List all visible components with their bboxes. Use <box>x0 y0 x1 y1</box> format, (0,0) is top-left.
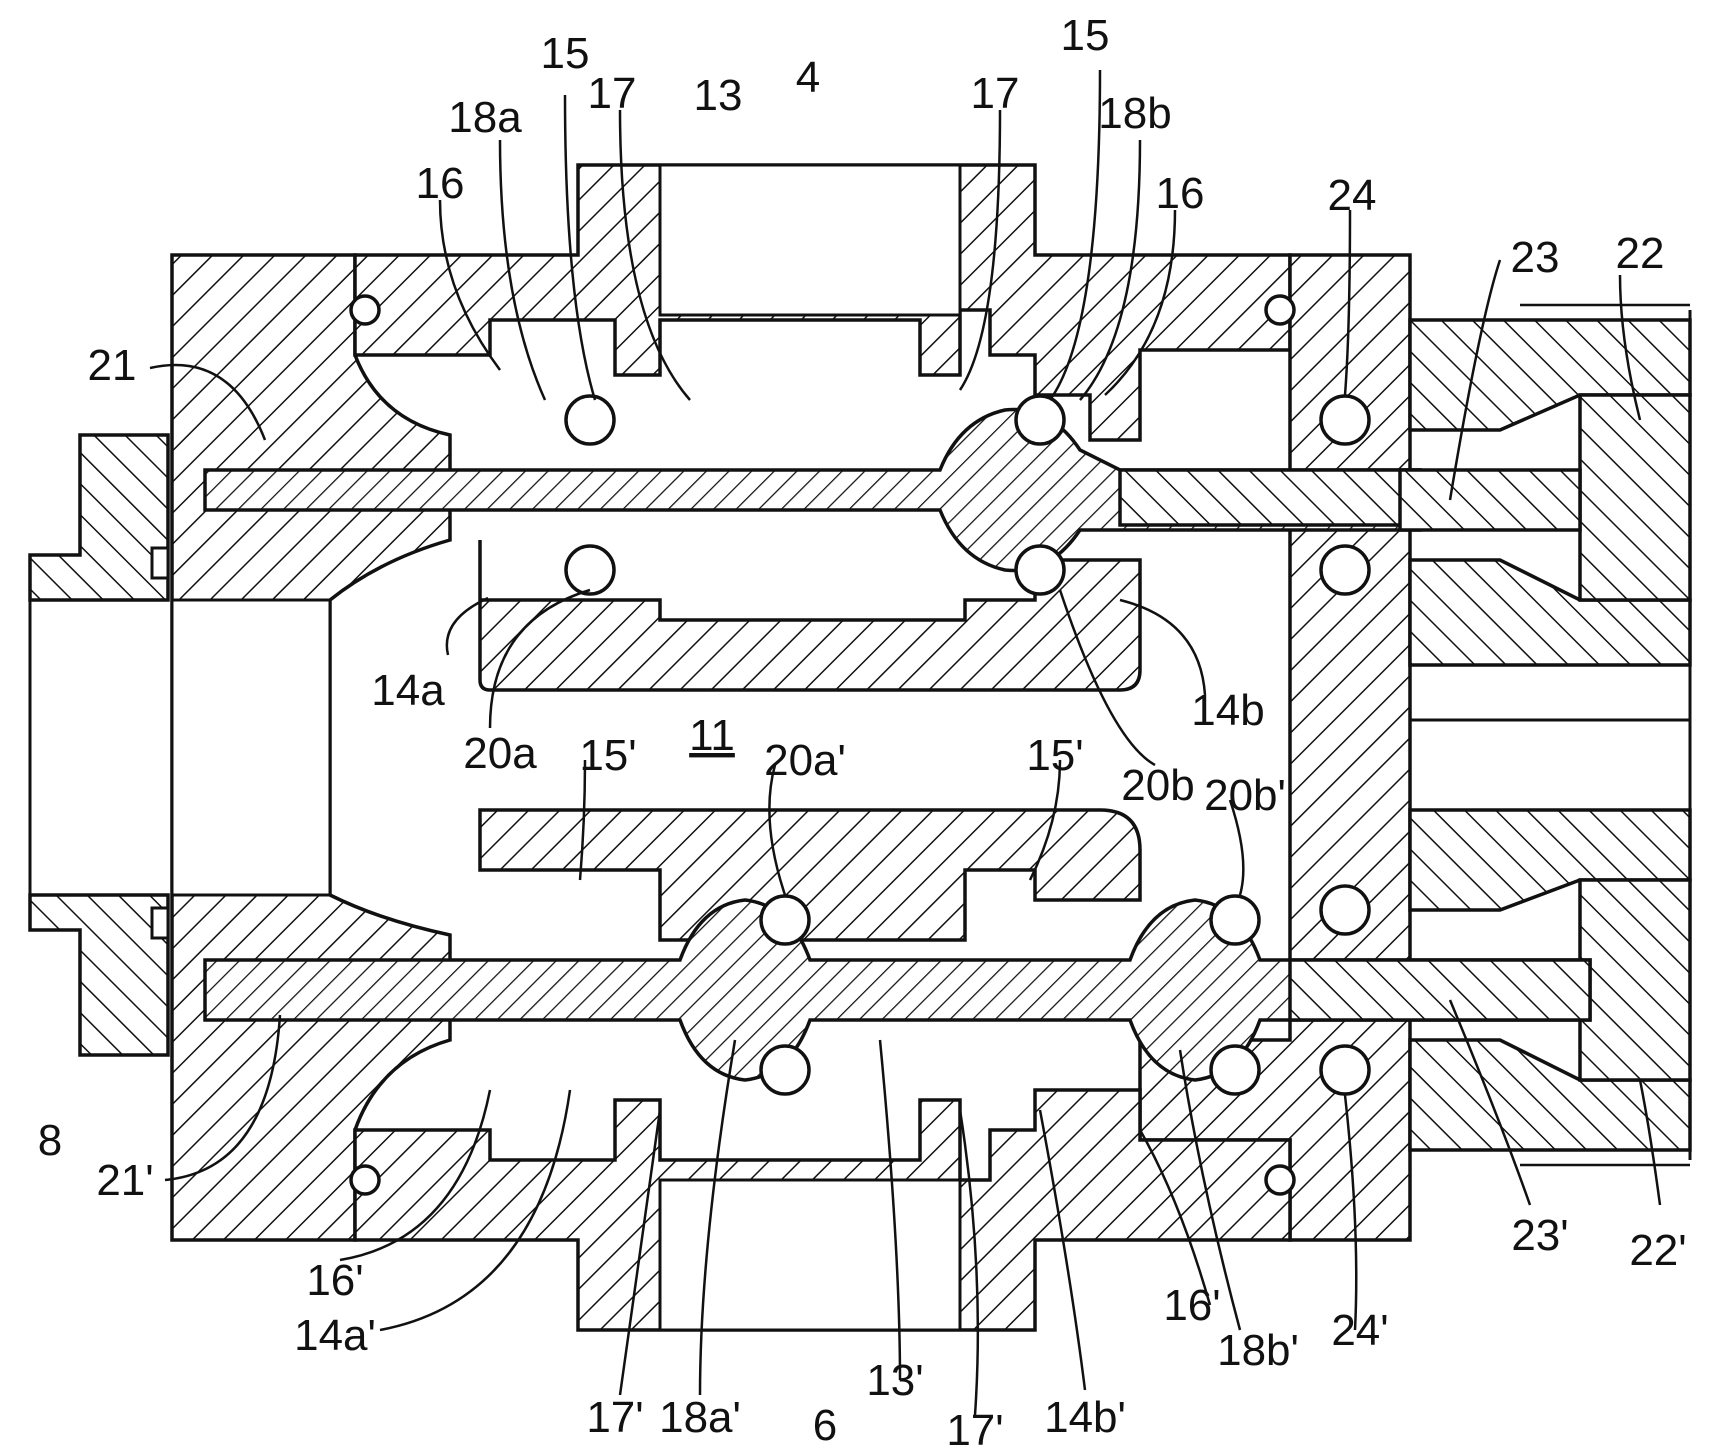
label-17-right: 17 <box>971 69 1020 118</box>
o-ring-20a-prime-lower <box>761 1046 809 1094</box>
label-22-prime: 22' <box>1629 1226 1686 1275</box>
label-16-left: 16 <box>416 159 465 208</box>
label-4: 4 <box>796 53 820 102</box>
label-6: 6 <box>813 1401 837 1450</box>
label-18a: 18a <box>448 93 522 142</box>
label-24-prime: 24' <box>1331 1306 1388 1355</box>
label-16-right: 16 <box>1156 169 1205 218</box>
label-13: 13 <box>694 71 743 120</box>
label-14a-prime: 14a' <box>294 1311 376 1360</box>
o-ring-cap-upper-right <box>1266 296 1294 324</box>
o-ring-cap-lower <box>351 1166 379 1194</box>
label-17-prime-right: 17' <box>946 1406 1003 1454</box>
label-20b: 20b <box>1121 761 1194 810</box>
o-ring-24-lower <box>1321 546 1369 594</box>
label-15-prime-left: 15' <box>579 731 636 780</box>
label-18b-prime: 18b' <box>1217 1326 1299 1375</box>
o-ring-20a-prime <box>761 896 809 944</box>
o-ring-15-right <box>1016 396 1064 444</box>
o-ring-cap-lower-right <box>1266 1166 1294 1194</box>
o-ring-20b-prime <box>1211 896 1259 944</box>
label-16-prime-right: 16' <box>1163 1281 1220 1330</box>
o-ring-cap-upper <box>351 296 379 324</box>
label-17-left: 17 <box>588 69 637 118</box>
label-11: 11 <box>689 711 735 760</box>
label-20a: 20a <box>463 729 537 778</box>
label-22: 22 <box>1616 229 1665 278</box>
label-21-prime: 21' <box>96 1156 153 1205</box>
label-21: 21 <box>88 341 137 390</box>
label-15-prime-right: 15' <box>1026 731 1083 780</box>
label-18a-prime: 18a' <box>659 1393 741 1442</box>
o-ring-24 <box>1321 396 1369 444</box>
left-end-cap <box>172 255 450 1240</box>
label-14b: 14b <box>1191 686 1264 735</box>
label-15-left: 15 <box>541 29 590 78</box>
label-14a: 14a <box>371 666 445 715</box>
label-8: 8 <box>38 1116 62 1165</box>
o-ring-15-left <box>566 396 614 444</box>
o-ring-20a <box>566 546 614 594</box>
label-13-prime: 13' <box>866 1356 923 1405</box>
right-actuator-housing <box>1410 305 1690 1165</box>
label-14b-prime: 14b' <box>1044 1393 1126 1442</box>
label-23-prime: 23' <box>1511 1211 1568 1260</box>
label-24: 24 <box>1328 171 1377 220</box>
label-20a-prime: 20a' <box>764 736 846 785</box>
label-18b: 18b <box>1098 89 1171 138</box>
label-23: 23 <box>1511 233 1560 282</box>
o-ring-24-prime <box>1321 1046 1369 1094</box>
label-20b-prime: 20b' <box>1204 771 1286 820</box>
label-16-prime-left: 16' <box>306 1256 363 1305</box>
label-15-right: 15 <box>1061 11 1110 60</box>
left-pipe-flange <box>30 435 168 1055</box>
o-ring-20b <box>1016 546 1064 594</box>
o-ring-20b-prime-lower <box>1211 1046 1259 1094</box>
label-17-prime-left: 17' <box>586 1393 643 1442</box>
o-ring-24-prime-upper <box>1321 886 1369 934</box>
